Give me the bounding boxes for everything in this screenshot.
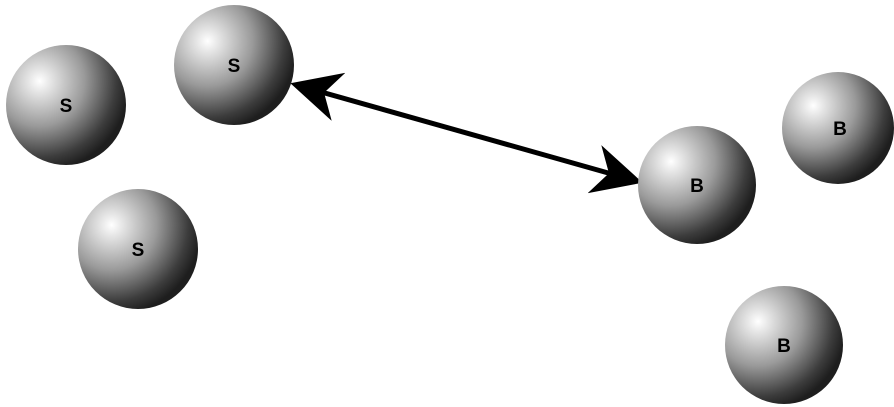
sphere-3: S (78, 189, 198, 309)
sphere-5-label: B (690, 176, 704, 197)
sphere-1-label: S (60, 96, 73, 117)
sphere-6-label: B (777, 336, 791, 357)
sphere-4: B (782, 72, 894, 184)
sphere-4-label: B (833, 119, 847, 140)
sphere-5: B (638, 126, 756, 244)
sphere-2: S (174, 5, 294, 125)
double-headed-arrow (290, 72, 643, 194)
sphere-3-label: S (132, 240, 145, 261)
sphere-6: B (725, 286, 843, 404)
sphere-1: S (6, 45, 126, 165)
sphere-2-label: S (228, 56, 241, 77)
